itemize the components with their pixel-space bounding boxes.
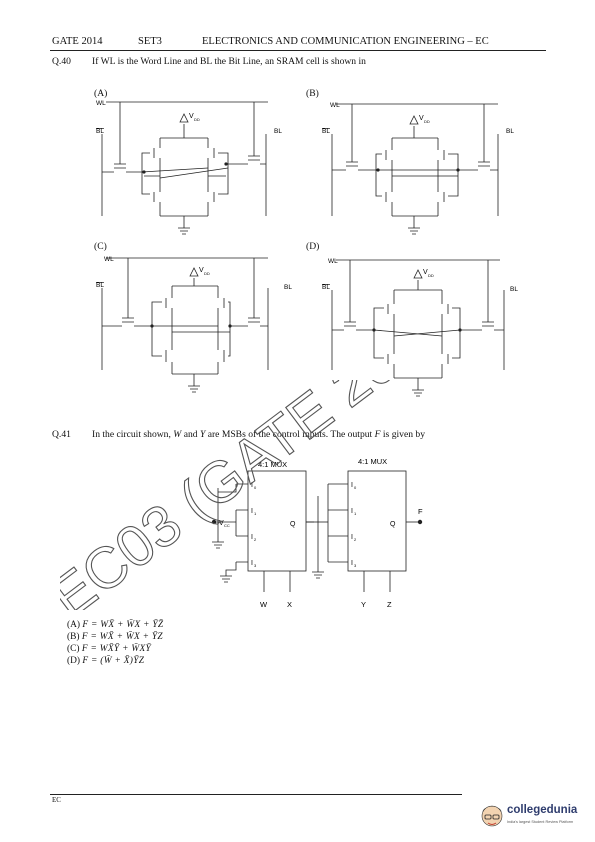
mux1-i3-sub: 3 — [254, 563, 257, 568]
mux2-q: Q — [390, 521, 396, 528]
d-blbar-label: BL — [322, 284, 330, 291]
q40-option-a-label: (A) — [94, 88, 108, 99]
mux1-i0-sub: 0 — [254, 485, 257, 490]
mux2-title: 4:1 MUX — [358, 457, 387, 466]
footer-rule — [50, 794, 462, 795]
q40-text: If WL is the Word Line and BL the Bit Li… — [92, 56, 366, 67]
mux2-i1-sub: 1 — [354, 511, 357, 516]
mux1-i2-sub: 2 — [254, 537, 257, 542]
output-f: F — [418, 507, 423, 516]
a-vdd-label: V — [189, 113, 194, 120]
a-bl-label: BL — [274, 128, 282, 135]
mux2-i1: I — [351, 508, 353, 515]
logo-tagline: India's largest Student Review Platform — [507, 820, 574, 824]
q41-option-a: (A) F = WX̄ + W̄X + ȲZ̄ — [67, 620, 164, 630]
sel-x: X — [287, 600, 292, 609]
mux2-i3: I — [351, 560, 353, 567]
logo-name: collegedunia — [507, 804, 578, 816]
q41-option-d: (D) F = (W̄ + X̄)ȲZ — [67, 656, 145, 666]
b-bl-label: BL — [506, 128, 514, 135]
sel-y: Y — [361, 600, 366, 609]
vcc-label: V — [219, 520, 224, 527]
q40-option-b-label: (B) — [306, 88, 319, 99]
mux2-i0: I — [351, 482, 353, 489]
q41-option-c: (C) F = WX̄Ȳ + W̄XȲ — [67, 644, 151, 654]
c-blbar-label: BL — [96, 282, 104, 289]
mux1-i1-sub: 1 — [254, 511, 257, 516]
a-wl-label: WL — [96, 100, 106, 107]
mux1-i2: I — [251, 534, 253, 541]
c-bl-label: BL — [284, 284, 292, 291]
set-label: SET3 — [138, 36, 162, 47]
header-rule — [50, 50, 546, 51]
mux1-i3: I — [251, 560, 253, 567]
d-bl-label: BL — [510, 286, 518, 293]
mux2-i2-sub: 2 — [354, 537, 357, 542]
q40-option-d-label: (D) — [306, 241, 320, 252]
mux1-title: 4:1 MUX — [258, 460, 287, 469]
b-vdd-sub: DD — [424, 119, 430, 124]
vcc-sub: CC — [224, 523, 230, 528]
sram-circuit-d: WL BL BL V DD — [322, 258, 518, 397]
collegedunia-logo — [481, 805, 503, 827]
sram-circuit-b: WL BL BL V DD — [322, 102, 514, 235]
q40-number: Q.40 — [52, 56, 71, 67]
footer-code: EC — [52, 796, 61, 804]
b-wl-label: WL — [330, 102, 340, 109]
b-blbar-label: BL — [322, 128, 330, 135]
sram-circuit-c: WL BL BL V DD — [96, 256, 292, 393]
mux1-i0: I — [251, 482, 253, 489]
sel-w: W — [260, 600, 268, 609]
mux2-i2: I — [351, 534, 353, 541]
c-wl-label: WL — [104, 256, 114, 263]
d-wl-label: WL — [328, 258, 338, 265]
sram-circuit-a: WL BL BL V DD — [96, 100, 282, 235]
mux2-i0-sub: 0 — [354, 485, 357, 490]
b-vdd-label: V — [419, 115, 424, 122]
mux1-q: Q — [290, 521, 296, 528]
q40-option-c-label: (C) — [94, 241, 107, 252]
mux-circuit: 4:1 MUX 4:1 MUX I 0 I 1 I 2 I 3 Q I 0 I … — [211, 457, 423, 609]
sel-z: Z — [387, 600, 392, 609]
mux2-i3-sub: 3 — [354, 563, 357, 568]
a-vdd-sub: DD — [194, 117, 200, 122]
q41-text: In the circuit shown, W and Y are MSBs o… — [92, 429, 425, 440]
d-vdd-label: V — [423, 269, 428, 276]
mux1-i1: I — [251, 508, 253, 515]
q41-number: Q.41 — [52, 429, 71, 440]
exam-title: GATE 2014 — [52, 36, 103, 47]
q41-option-b: (B) F = WX̄ + W̄X + ȲZ — [67, 632, 163, 642]
c-vdd-sub: DD — [204, 271, 210, 276]
a-blbar-label: BL — [96, 128, 104, 135]
c-vdd-label: V — [199, 267, 204, 274]
paper-title: ELECTRONICS AND COMMUNICATION ENGINEERIN… — [202, 36, 489, 47]
d-vdd-sub: DD — [428, 273, 434, 278]
